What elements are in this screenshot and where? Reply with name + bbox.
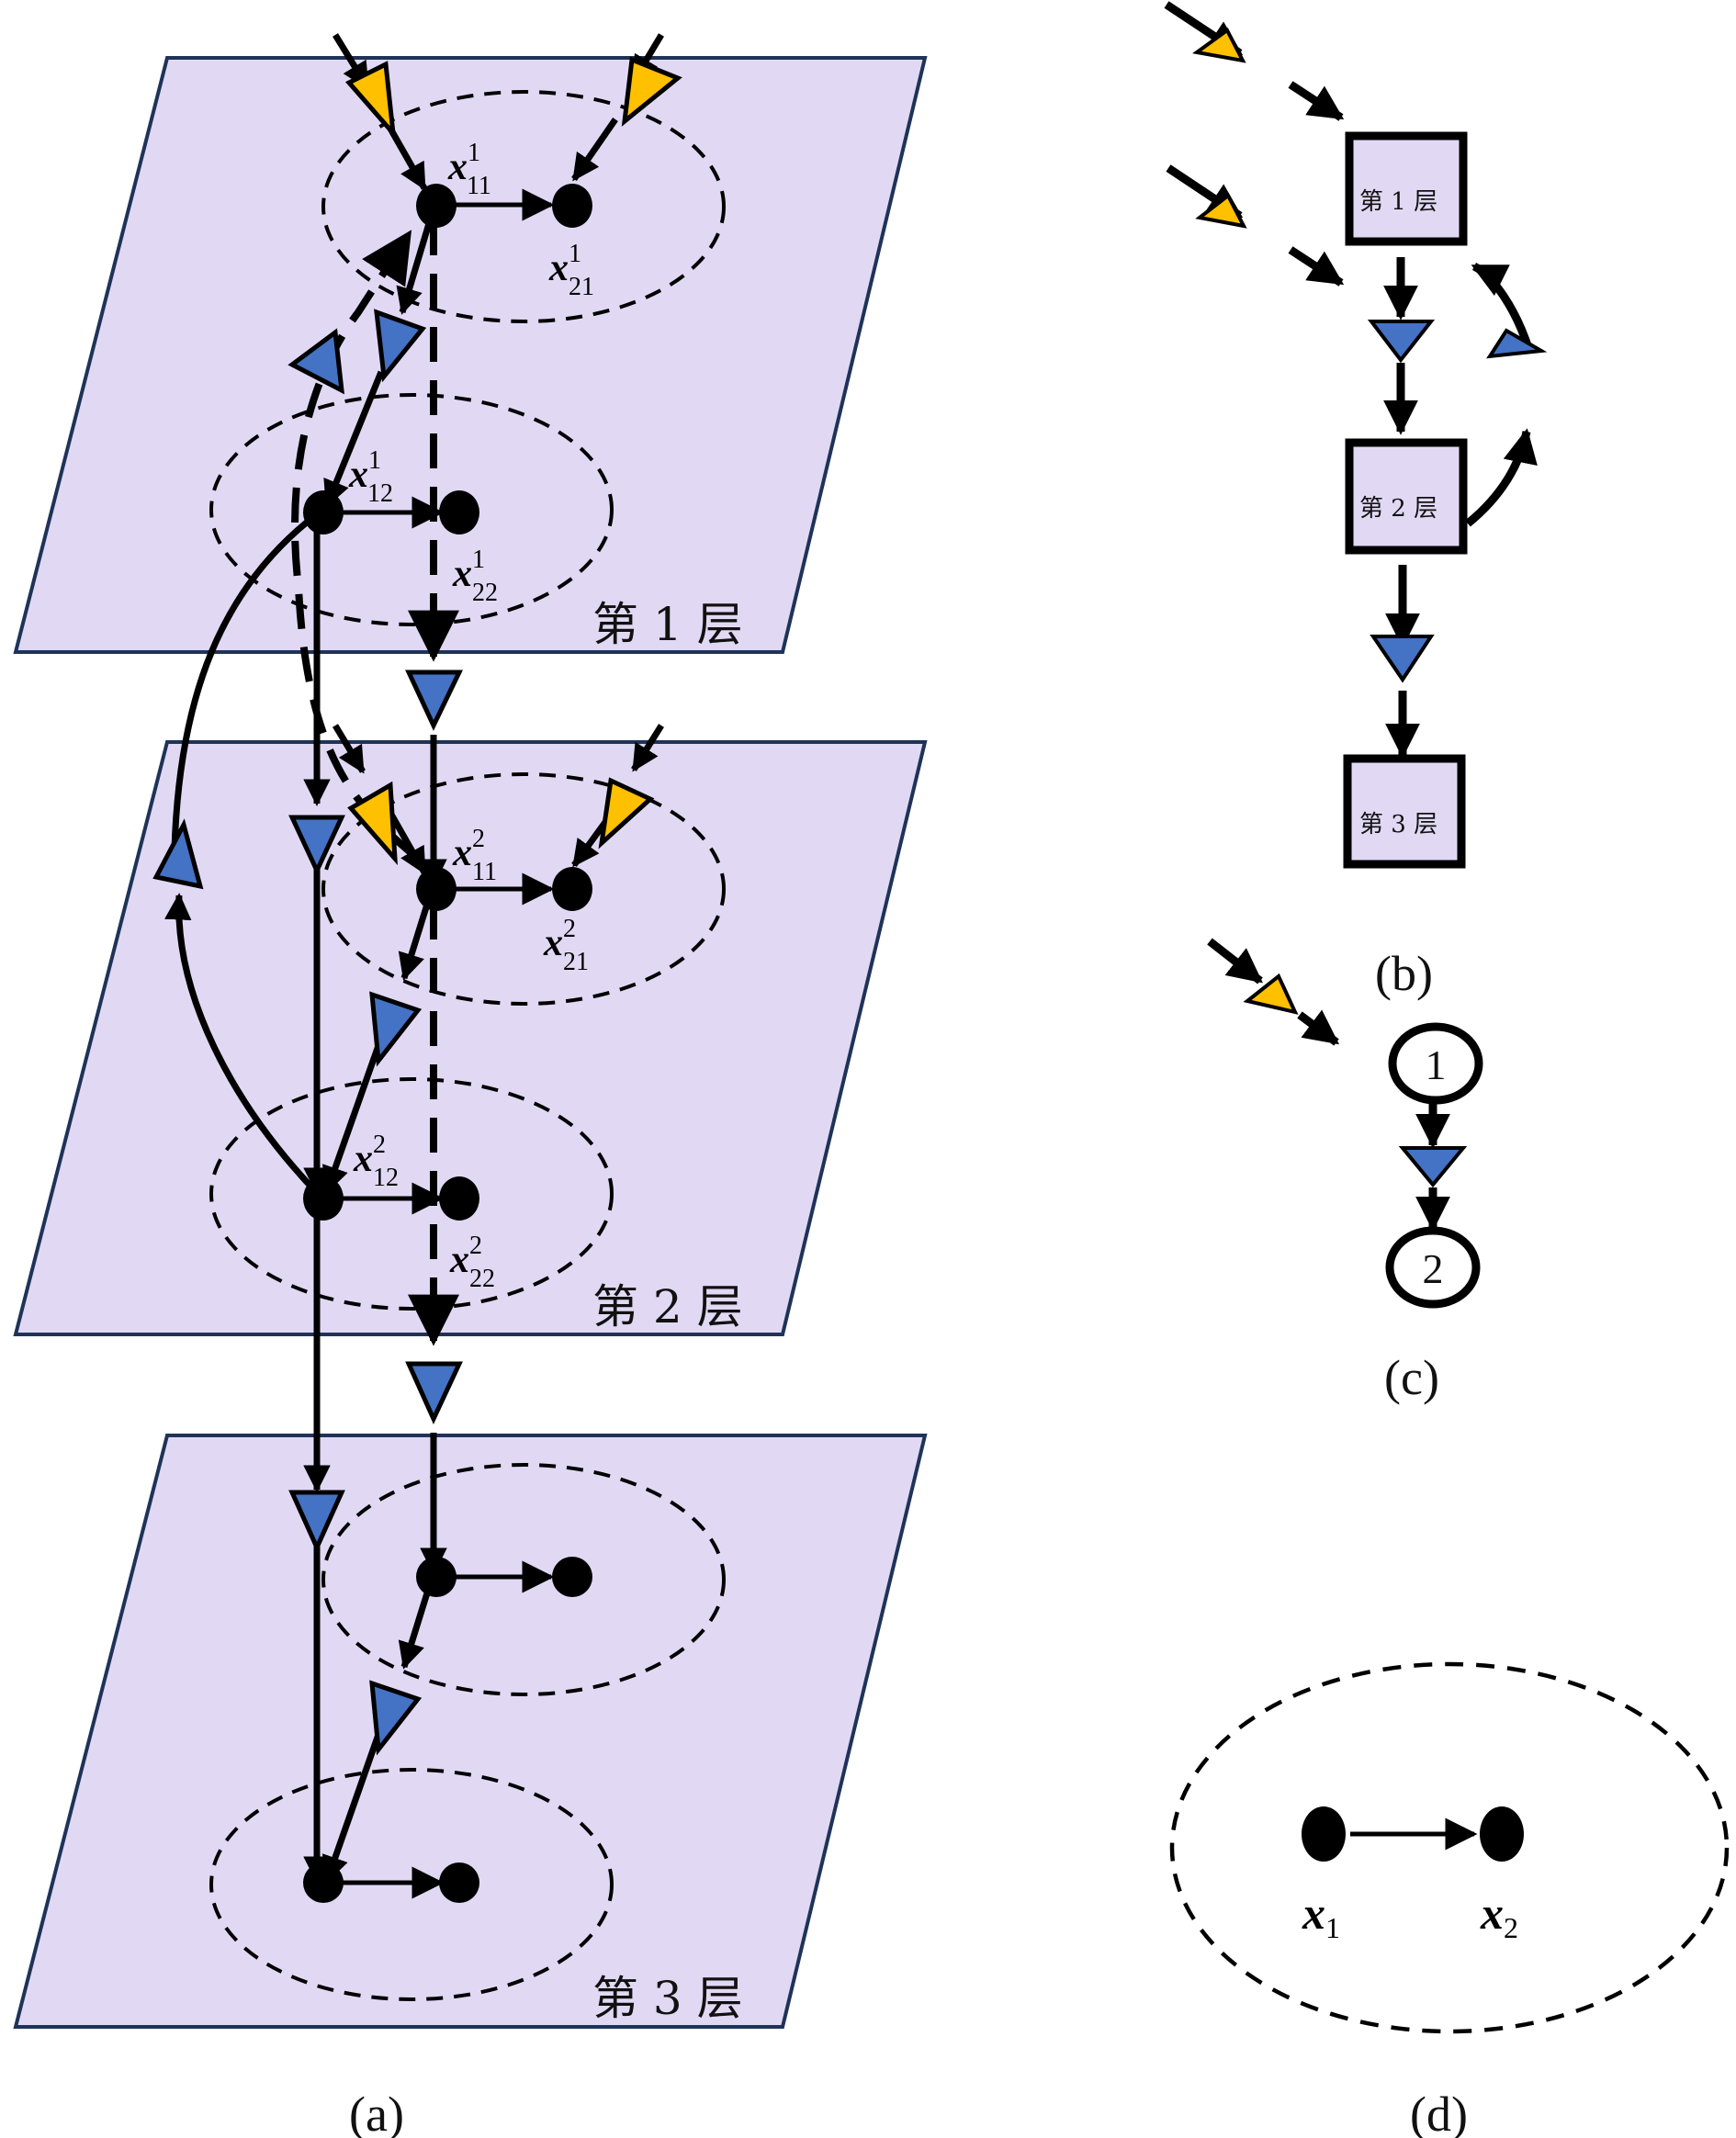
coupling-triangle-b-1-2 <box>1367 320 1436 364</box>
node-c-2-label: 2 <box>1423 1245 1444 1292</box>
box-b-layer-1-label: 第 1 层 <box>1359 188 1437 216</box>
coupling-triangle-l2-to-l3-right <box>405 1361 463 1425</box>
edge-l3-x11-x12 <box>398 1582 434 1670</box>
edge-l2-x11-x12 <box>398 894 434 981</box>
node-d-x2 <box>1480 1806 1524 1862</box>
input-arrow-b-layer1-b <box>1288 81 1345 121</box>
panel-d: x1 x2 (d) <box>1169 1661 1730 2138</box>
panel-b: 第 1 层 第 2 层 第 3 层 (b) <box>1164 1 1548 1001</box>
node-l3-x12 <box>303 1862 344 1903</box>
node-l3-x11 <box>416 1557 457 1597</box>
node-l2-x12 <box>303 1176 344 1221</box>
node-c-2 <box>1385 1226 1481 1309</box>
node-l1-x11 <box>416 184 457 228</box>
input-triangle-l1-x21 <box>621 56 682 127</box>
layer-2-plane <box>13 740 928 1336</box>
layer-3-plane <box>13 1434 928 2029</box>
node-l2-x11 <box>416 867 457 911</box>
coupling-triangle-l2-down <box>369 991 423 1067</box>
layer-1-plane <box>13 56 928 654</box>
subsystem-ellipse-d <box>1169 1661 1730 2034</box>
input-arrow-b-layer2-b <box>1288 246 1345 287</box>
coupling-triangle-l1-to-l2-left <box>288 815 345 876</box>
input-arrow-c-b <box>1297 1009 1340 1046</box>
label-d-x1: x1 <box>1302 1887 1340 1944</box>
input-triangle-c <box>1243 973 1299 1015</box>
caption-a: (a) <box>349 2087 404 2138</box>
node-d-x1 <box>1302 1806 1346 1862</box>
coupling-triangle-l1-down <box>374 309 427 383</box>
coupling-triangle-b-feedback <box>1486 328 1548 359</box>
input-arrow-c-a <box>1207 938 1263 985</box>
subsystem-ellipse-l3-bottom <box>209 1768 614 2001</box>
layer-1-label: 第 1 层 <box>592 598 743 651</box>
input-triangle-l2-x21 <box>598 777 655 850</box>
edge-l1-x11-x12 <box>396 219 434 315</box>
panel-c: 1 2 (c) <box>1207 938 1483 1405</box>
caption-b: (b) <box>1375 946 1433 1001</box>
node-l3-x22 <box>439 1862 479 1903</box>
coupling-triangle-l2-feedback <box>152 818 204 890</box>
input-triangle-b-1 <box>1192 28 1246 63</box>
caption-c: (c) <box>1384 1350 1439 1405</box>
node-c-1-label: 1 <box>1426 1041 1447 1088</box>
edge-feedback-l2-l1 <box>164 893 322 1198</box>
node-l1-x21 <box>552 184 592 228</box>
edge-b-feedback-2-to-1 <box>1465 428 1538 527</box>
layer-3-label: 第 3 层 <box>592 1972 743 2025</box>
caption-d: (d) <box>1410 2087 1468 2138</box>
node-l2-x22 <box>439 1176 479 1221</box>
input-triangle-b-2 <box>1195 192 1247 229</box>
layer-2-label: 第 2 层 <box>592 1280 743 1333</box>
input-arrow-l2-x11 <box>332 724 366 774</box>
box-b-layer-3 <box>1343 754 1466 869</box>
node-l1-x12 <box>303 490 344 534</box>
input-arrow-l2-x21 <box>631 724 664 772</box>
subsystem-ellipse-l3-top <box>321 1463 726 1696</box>
coupling-triangle-c <box>1398 1146 1468 1188</box>
coupling-triangle-l1-to-l2-right <box>405 670 463 731</box>
box-b-layer-1 <box>1345 131 1468 246</box>
input-triangle-l1-x11 <box>344 61 397 141</box>
node-l3-x21 <box>552 1557 592 1597</box>
subsystem-ellipse-l1-top <box>321 90 726 323</box>
subsystem-ellipse-l2-top <box>321 772 726 1006</box>
coupling-triangle-l2-to-l3-left <box>288 1490 345 1554</box>
box-b-layer-2 <box>1345 438 1468 555</box>
node-l1-x22 <box>439 490 479 534</box>
box-b-layer-2-label: 第 2 层 <box>1359 495 1437 523</box>
coupling-triangle-l3-down <box>369 1680 423 1756</box>
node-l2-x21 <box>552 867 592 911</box>
box-b-layer-3-label: 第 3 层 <box>1359 811 1437 838</box>
coupling-triangle-l1-up <box>287 328 345 395</box>
input-triangle-l2-x11 <box>347 781 398 866</box>
coupling-triangle-b-2-3 <box>1370 635 1435 683</box>
label-d-x2: x2 <box>1480 1887 1518 1944</box>
node-c-1 <box>1388 1022 1483 1105</box>
